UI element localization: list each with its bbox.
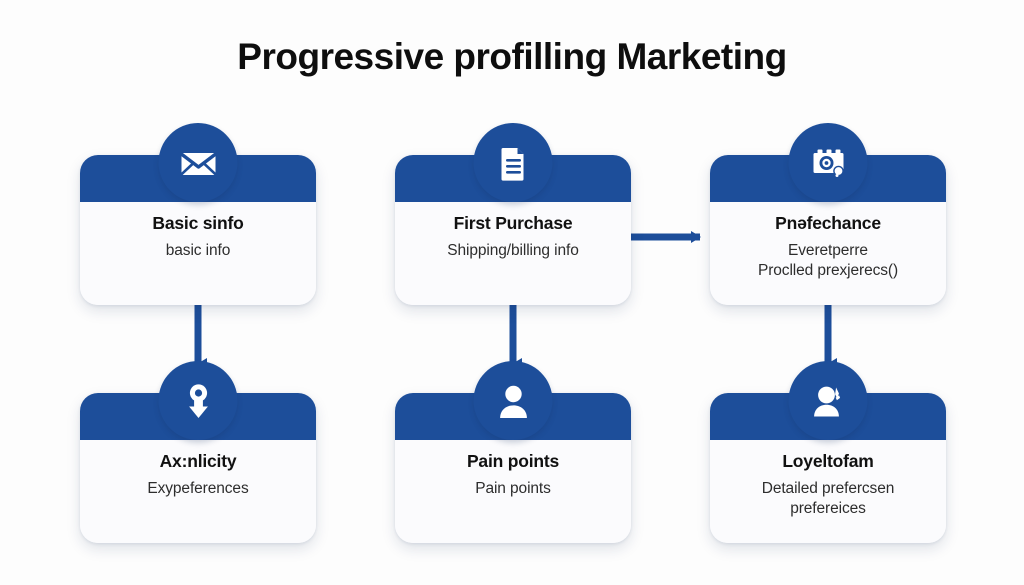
card-basic-info[interactable]: Basic sinfo basic info <box>80 123 316 305</box>
card-subtitle: Detailed prefercsen prefereices <box>720 479 936 518</box>
card-title: Basic sinfo <box>152 213 244 233</box>
card-text-block: Loyeltofam Detailed prefercsen prefereic… <box>710 451 946 518</box>
card-title: Loyeltofam <box>782 451 874 471</box>
person-icon <box>473 361 553 440</box>
card-subtitle-line2: prefereices <box>790 499 866 517</box>
card-title: First Purchase <box>453 213 573 233</box>
card-text-block: Pain points Pain points <box>395 451 631 499</box>
envelope-icon <box>158 123 238 202</box>
page-title: Progressive profilling Marketing <box>237 36 787 77</box>
card-title: Pnəfechance <box>775 213 881 233</box>
card-text-block: Ax:nlicity Exypeferences <box>80 451 316 499</box>
card-title: Ax:nlicity <box>159 451 237 471</box>
card-preference[interactable]: Pnəfechance Everetperre Proclled prexjer… <box>710 123 946 305</box>
card-subtitle: Pain points <box>405 479 621 499</box>
card-subtitle-line1: basic info <box>165 242 231 259</box>
location-pin-download-icon <box>158 361 238 440</box>
card-subtitle: basic info <box>90 241 306 261</box>
card-subtitle-line1: Pain points <box>475 480 551 497</box>
camera-icon <box>788 123 868 202</box>
card-subtitle: Everetperre Proclled prexjerecs() <box>720 241 936 280</box>
card-activity[interactable]: Ax:nlicity Exypeferences <box>80 361 316 543</box>
card-first-purchase[interactable]: First Purchase Shipping/billing info <box>395 123 631 305</box>
document-icon <box>473 123 553 202</box>
card-subtitle-line1: Exypeferences <box>147 480 249 497</box>
card-subtitle-line2: Proclled prexjerecs() <box>757 261 899 279</box>
card-title: Pain points <box>466 451 560 471</box>
card-subtitle-line1: Everetperre <box>788 242 868 259</box>
person-star-icon <box>788 361 868 440</box>
card-subtitle: Shipping/billing info <box>405 241 621 261</box>
card-subtitle: Exypeferences <box>90 479 306 499</box>
card-pain-points[interactable]: Pain points Pain points <box>395 361 631 543</box>
card-loyalty[interactable]: Loyeltofam Detailed prefercsen prefereic… <box>710 361 946 543</box>
card-subtitle-line1: Shipping/billing info <box>447 242 579 259</box>
card-subtitle-line1: Detailed prefercsen <box>761 480 895 497</box>
card-text-block: First Purchase Shipping/billing info <box>395 213 631 261</box>
card-text-block: Pnəfechance Everetperre Proclled prexjer… <box>710 213 946 280</box>
card-text-block: Basic sinfo basic info <box>80 213 316 261</box>
